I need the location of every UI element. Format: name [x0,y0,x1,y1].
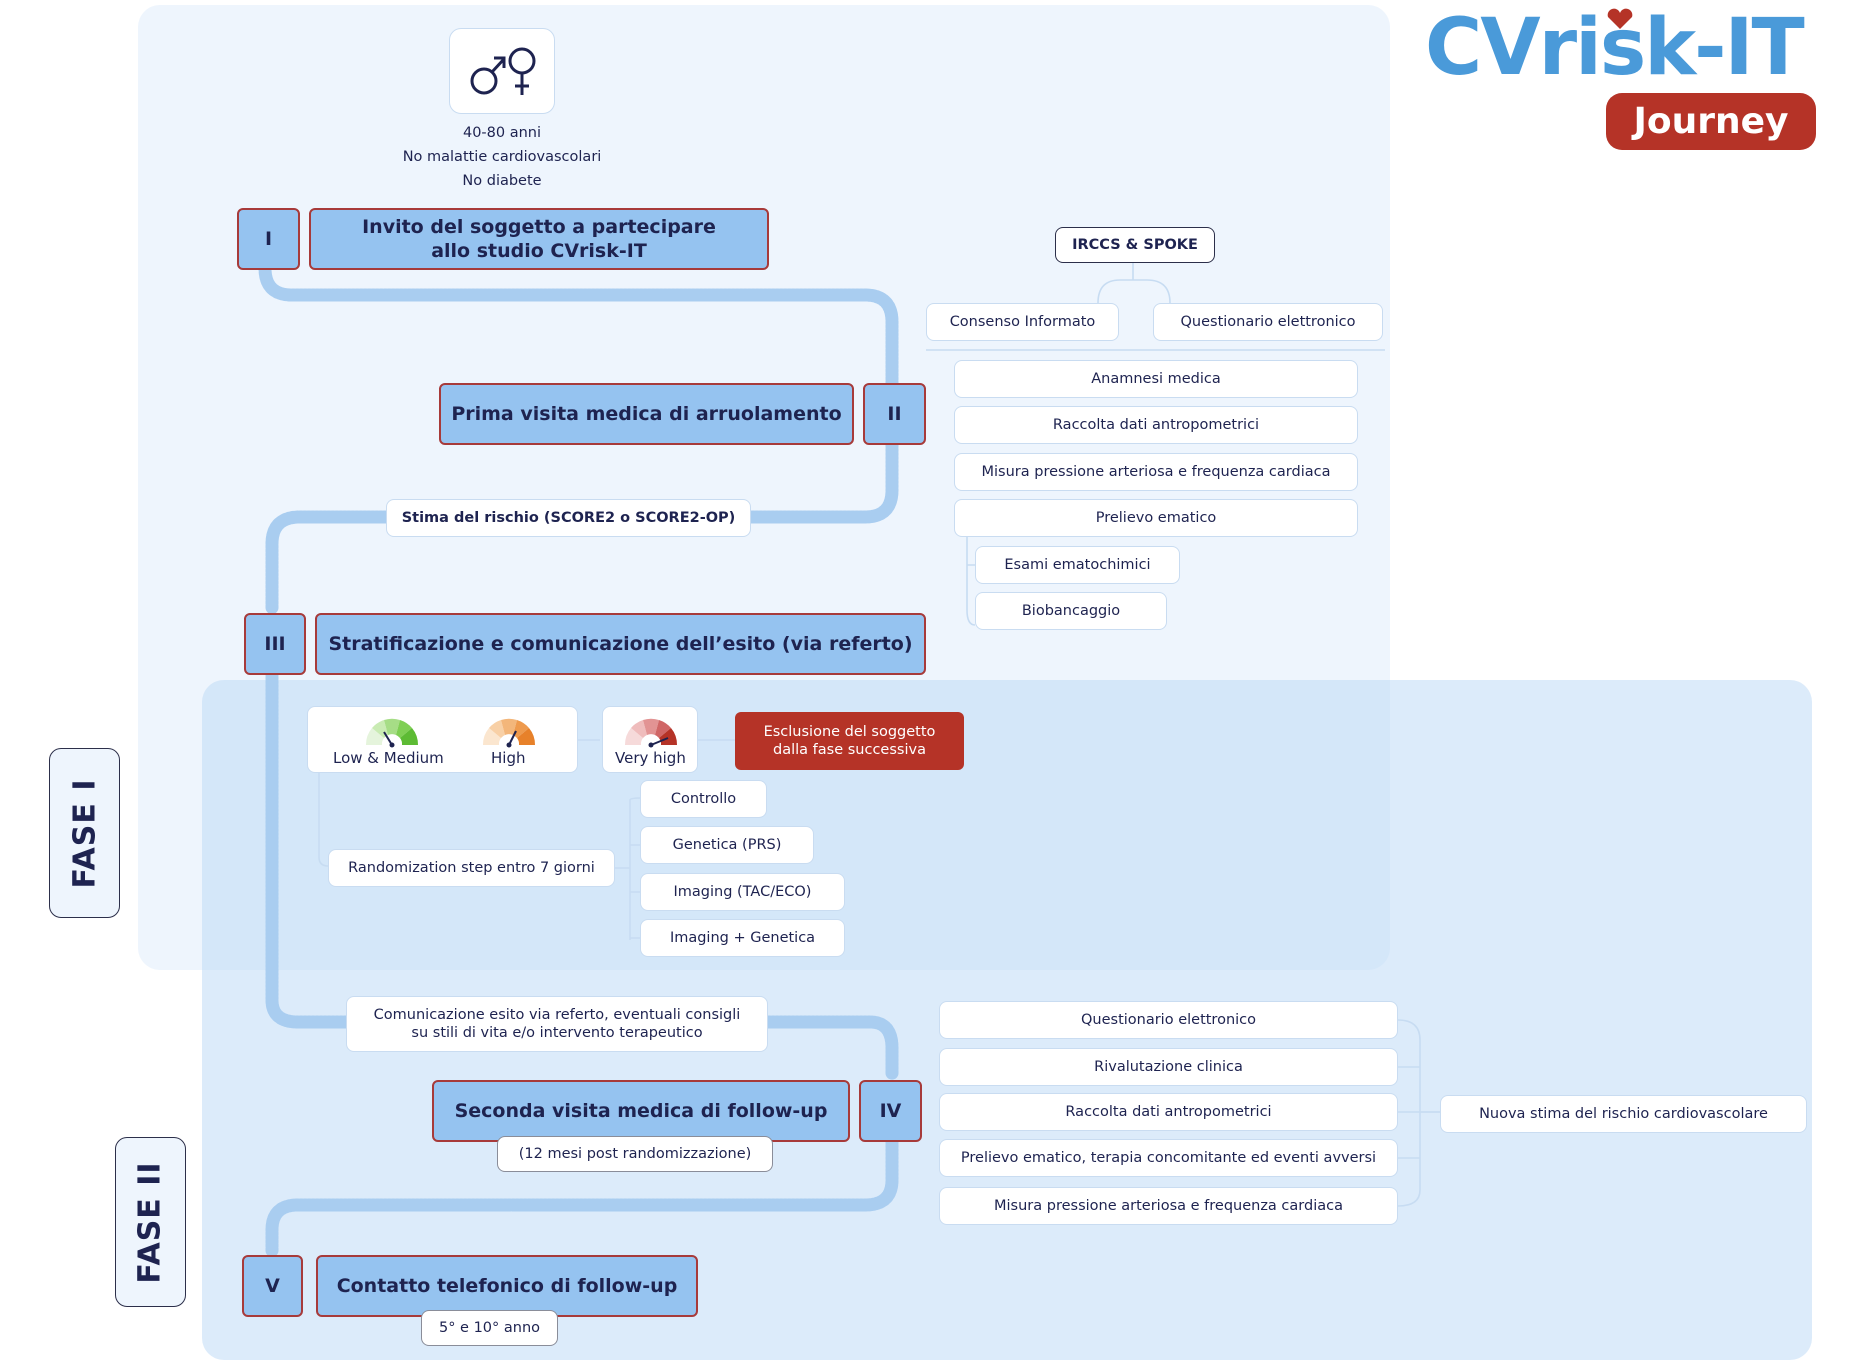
step-3-number: III [244,613,306,675]
step-2-title: Prima visita medica di arruolamento [439,383,854,445]
step-5-title: Contatto telefonico di follow-up [316,1255,698,1317]
heart-icon [1607,8,1633,29]
blood-sub-item: Esami ematochimici [975,546,1180,584]
randomization-arm: Genetica (PRS) [640,826,814,864]
criteria-no-cvd: No malattie cardiovascolari [402,149,602,165]
gender-icon-card [449,28,555,114]
risk-high-label: High [491,749,526,767]
male-female-icon [470,47,536,95]
followup-branch [1397,1019,1440,1207]
rand-branch [615,797,641,940]
gauge-high-icon [482,718,536,748]
step-4-title: Seconda visita medica di follow-up [432,1080,850,1142]
sites-branch [1097,263,1171,304]
step-5-note: 5° e 10° anno [421,1310,558,1346]
inclusion-criteria: 40-80 anni No malattie cardiovascolari N… [370,121,634,197]
risk-estimate: Stima del rischio (SCORE2 o SCORE2-OP) [386,499,751,537]
followup-item: Raccolta dati antropometrici [939,1093,1398,1131]
enrollment-item: Anamnesi medica [954,360,1358,398]
step-1-title: Invito del soggetto a partecipare allo s… [309,208,769,270]
risk-branch [318,773,329,867]
enrollment-item: Misura pressione arteriosa e frequenza c… [954,453,1358,491]
followup-item: Rivalutazione clinica [939,1048,1398,1086]
communication-box: Comunicazione esito via referto, eventua… [346,996,768,1052]
gauge-very-high-icon [624,718,678,748]
informed-consent: Consenso Informato [926,303,1119,341]
phase2-label: FASE II [115,1137,186,1307]
followup-item: Misura pressione arteriosa e frequenza c… [939,1187,1398,1225]
phase1-label: FASE I [49,748,120,918]
path-i-ii [258,261,899,390]
brand-logo: CVrisk-IT [1425,8,1830,98]
randomization-arm: Controllo [640,780,767,818]
risk-card-very-high: Very high [602,706,698,773]
electronic-questionnaire: Questionario elettronico [1153,303,1383,341]
exclusion-box: Esclusione del soggetto dalla fase succe… [735,712,964,770]
step-3-title: Stratificazione e comunicazione dell’esi… [315,613,926,675]
blood-branch [966,537,976,626]
gauge-low-medium-icon [365,718,419,748]
followup-item: Prelievo ematico, terapia concomitante e… [939,1139,1398,1177]
sites-label: IRCCS & SPOKE [1055,227,1215,263]
step-4-note: (12 mesi post randomizzazione) [497,1136,773,1172]
enrollment-item: Prelievo ematico [954,499,1358,537]
risk-low-medium-label: Low & Medium [333,749,444,767]
criteria-no-diabetes: No diabete [462,173,542,189]
journey-badge: Journey [1606,93,1816,150]
enrollment-item: Raccolta dati antropometrici [954,406,1358,444]
criteria-age: 40-80 anni [462,125,542,141]
randomization-arm: Imaging (TAC/ECO) [640,873,845,911]
followup-item: Questionario elettronico [939,1001,1398,1039]
risk-card-low-high: Low & Medium High [307,706,578,773]
path-iv-v [265,1130,899,1259]
step-1-number: I [237,208,300,270]
risk-very-high-label: Very high [615,749,686,767]
new-risk-estimate: Nuova stima del rischio cardiovascolare [1440,1095,1807,1133]
step-5-number: V [242,1255,303,1317]
randomization-arm: Imaging + Genetica [640,919,845,957]
step-2-number: II [863,383,926,445]
blood-sub-item: Biobancaggio [975,592,1167,630]
randomization-step: Randomization step entro 7 giorni [328,849,615,887]
step-4-number: IV [859,1080,922,1142]
